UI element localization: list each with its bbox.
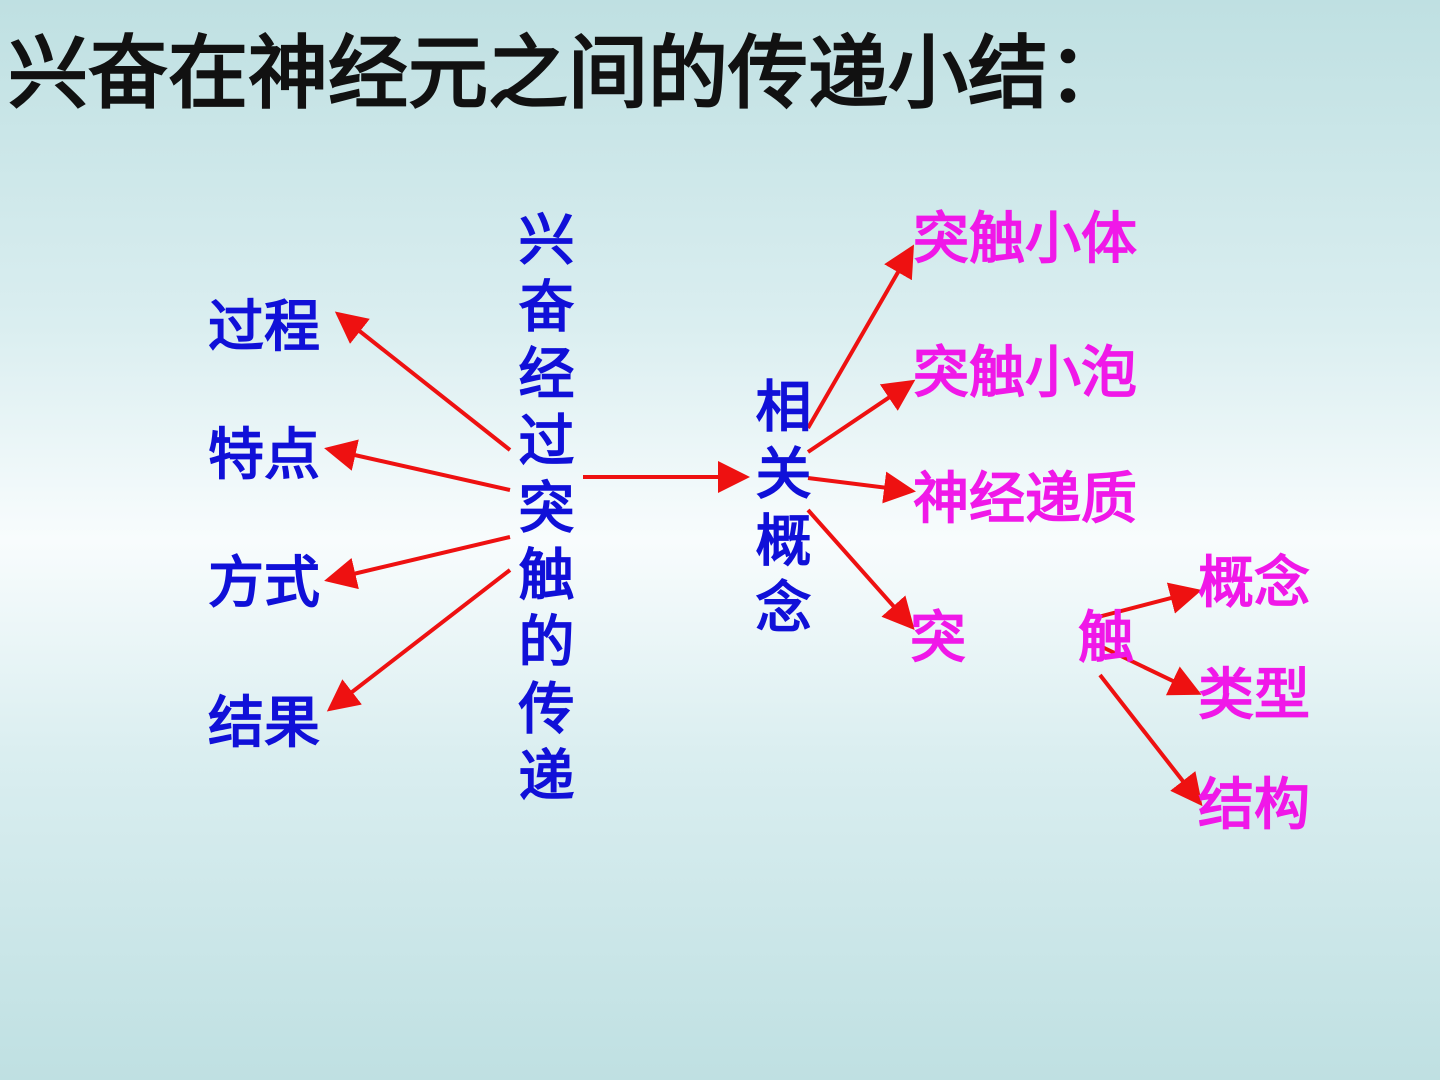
concepts-label: 相关概念 [746,377,811,645]
arrow-to-synapse-structure [1098,673,1203,807]
left-item-features: 特点 [208,423,320,488]
left-item-process: 过程 [208,295,320,360]
left-item-result: 结果 [208,691,320,756]
arrow-to-neurotransmitter [807,471,916,504]
left-item-mode: 方式 [208,551,320,616]
arrow-to-features [324,439,511,492]
synapse-branch-type: 类型 [1198,663,1310,728]
arrow-to-process [334,311,512,452]
arrow-to-mode [324,535,511,590]
arrow-to-synapse-concept [1097,582,1202,619]
page-title: 兴奋在神经元之间的传递小结： [8,27,1128,120]
synapse-branch-structure: 结构 [1198,773,1310,838]
concept-synapse-second: 触 [1078,606,1134,671]
arrow-to-synapse-type [1097,643,1202,696]
arrow-to-result [326,568,512,712]
center-topic: 兴奋经过突触的传递 [509,210,574,813]
concept-synaptic-body: 突触小体 [913,207,1137,272]
concept-synapse-first: 突 [910,606,966,671]
arrow-to-synaptic-body [806,244,915,430]
concept-synaptic-vesicle: 突触小泡 [913,341,1137,406]
concept-neurotransmitter: 神经递质 [913,467,1137,532]
synapse-branch-concept: 概念 [1198,551,1310,616]
arrow-to-synapse [806,508,915,630]
arrow-to-synaptic-vesicle [806,379,916,454]
